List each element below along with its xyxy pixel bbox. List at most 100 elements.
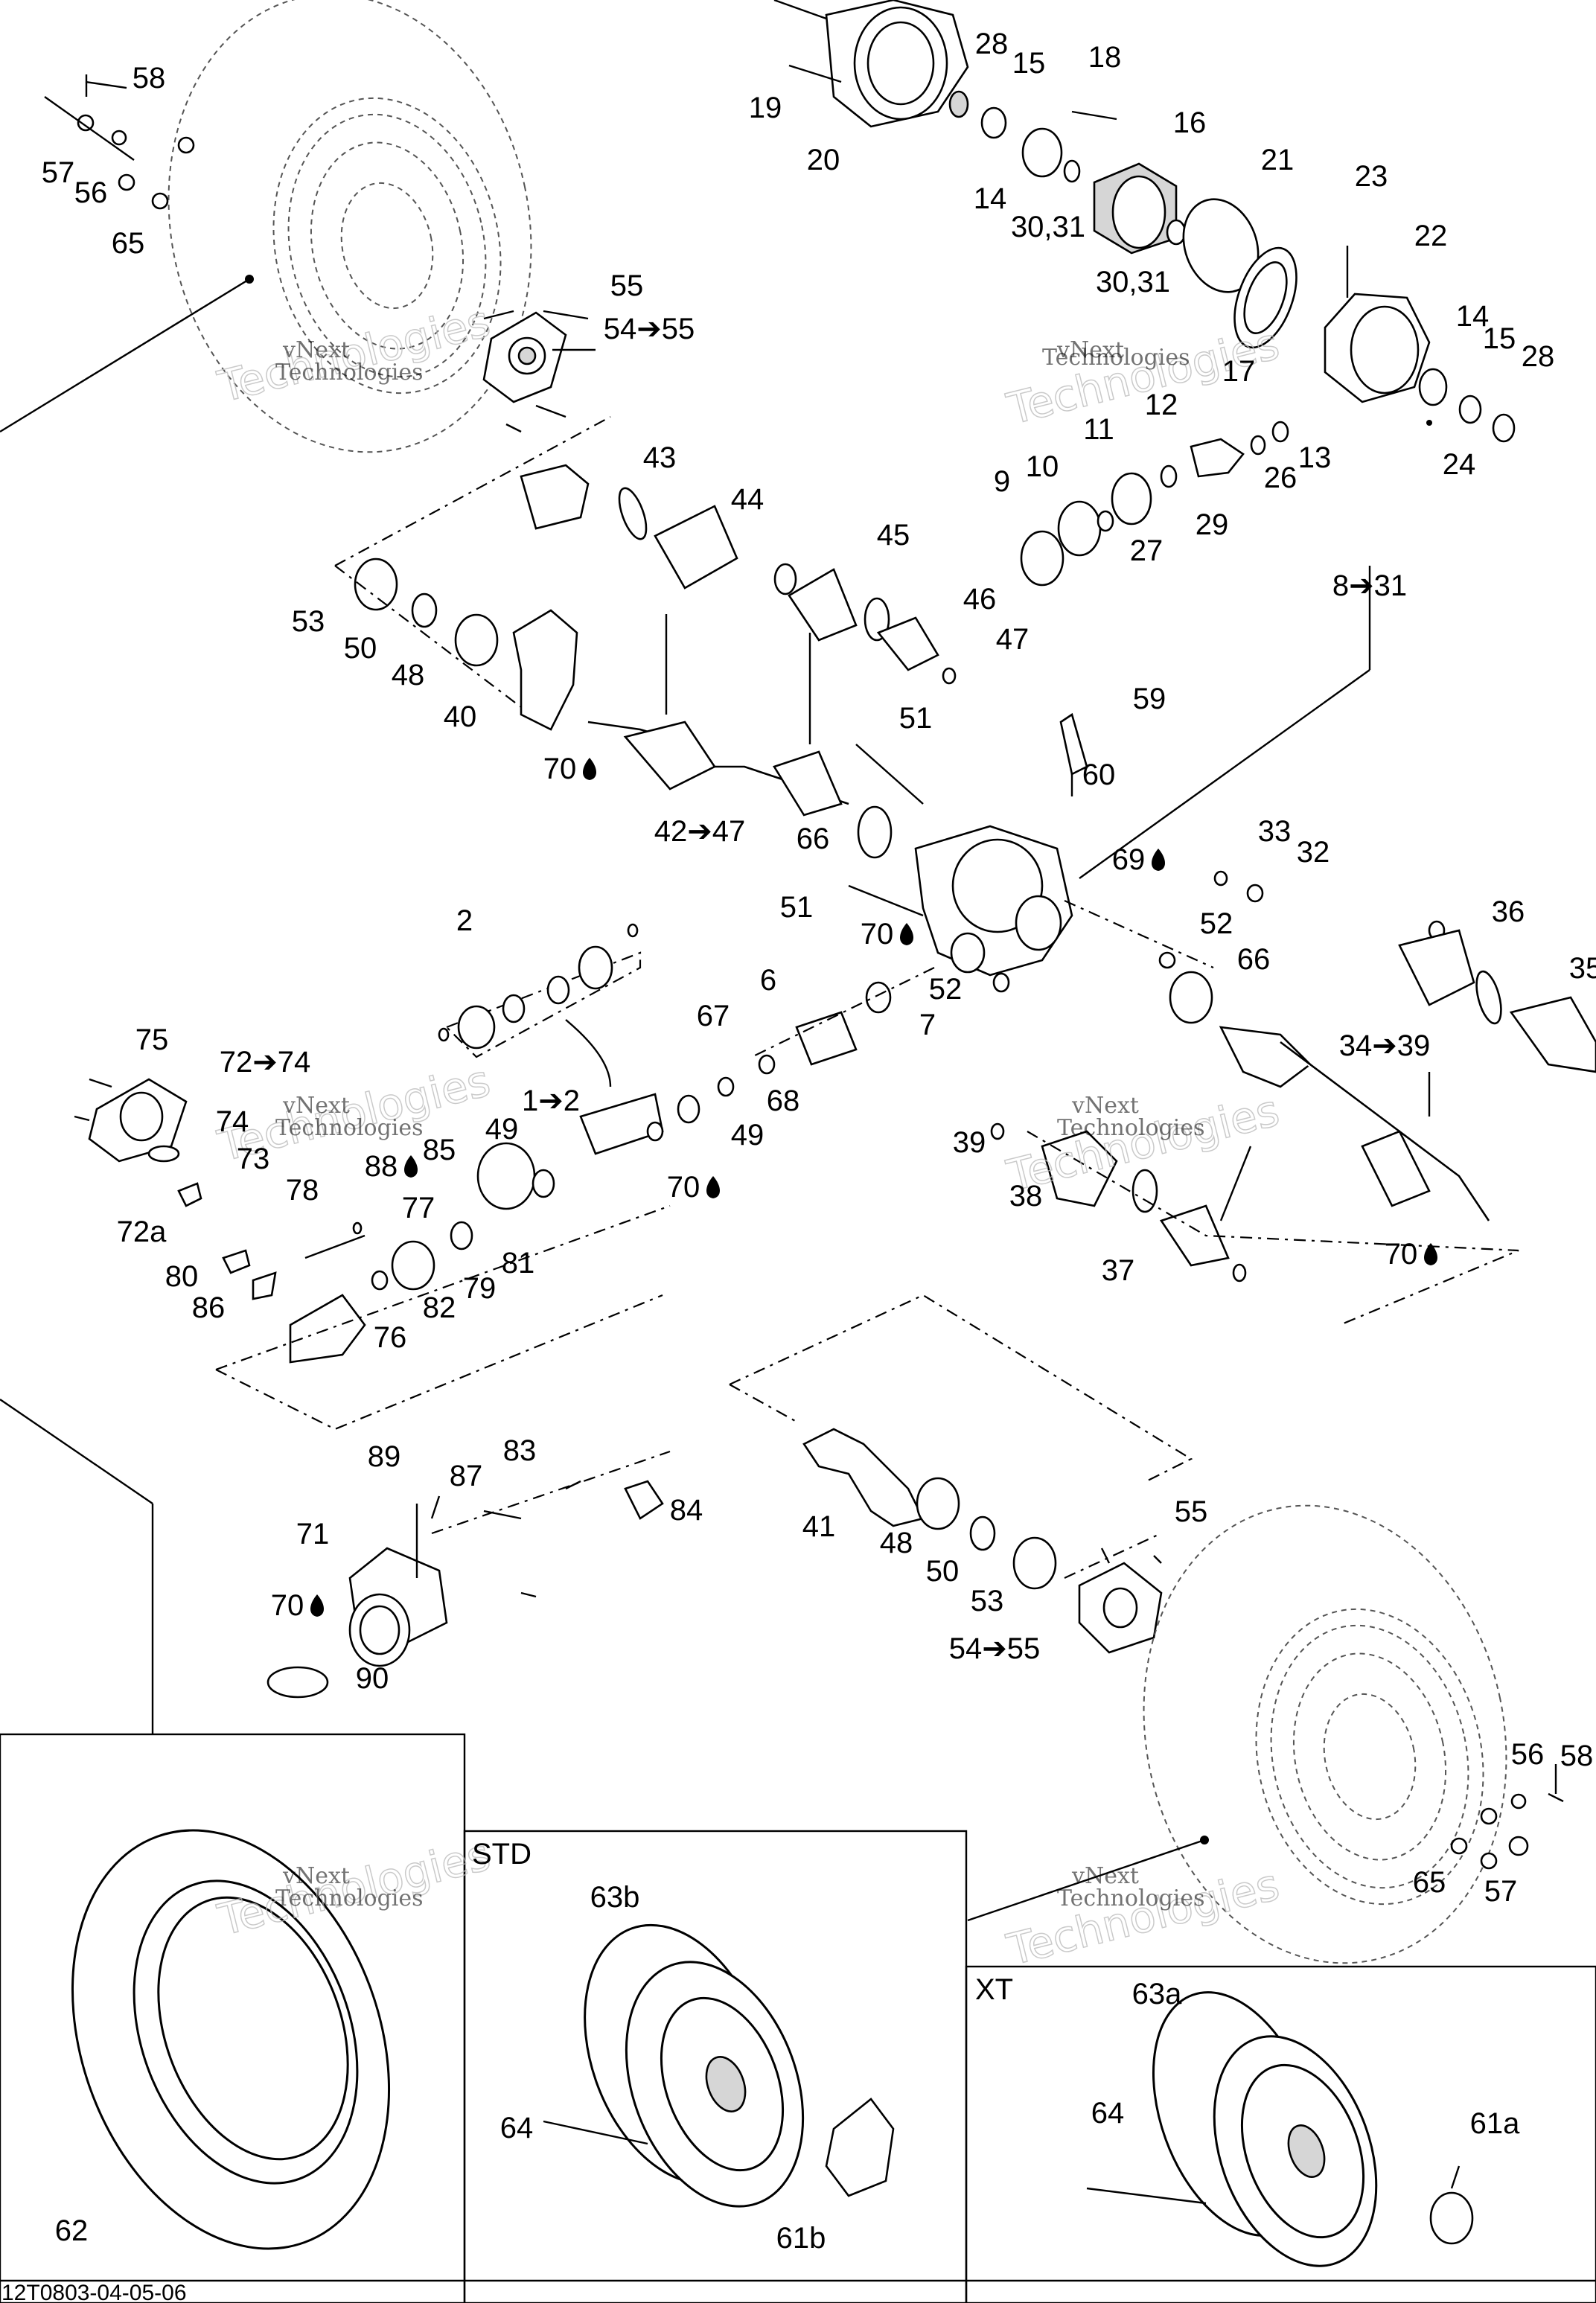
driveshaft-coupling-group — [215, 923, 700, 1431]
callout-c56a: 56 — [74, 176, 108, 209]
callout-c58a: 58 — [133, 62, 166, 95]
watermark-line1: vNext — [282, 1093, 350, 1119]
callout-c48a: 48 — [392, 659, 425, 691]
callout-c13: 13 — [1298, 441, 1332, 474]
speed-sensor-group — [74, 1078, 366, 1300]
callout-c46: 46 — [963, 583, 997, 616]
callout-c33: 33 — [1258, 815, 1292, 848]
callout-c77: 77 — [402, 1192, 435, 1224]
callout-c28a: 28 — [975, 28, 1009, 60]
callout-c75: 75 — [135, 1023, 169, 1056]
callout-c66a: 66 — [797, 822, 830, 855]
left-drive-shaft-assembly — [334, 416, 957, 859]
callout-c28b: 28 — [1522, 340, 1555, 373]
callout-c60: 60 — [1082, 758, 1116, 791]
callout-c48b: 48 — [880, 1527, 913, 1559]
callout-c41: 41 — [802, 1510, 836, 1543]
std-wheel-illustration — [543, 1923, 895, 2208]
callout-c3031b: 30,31 — [1096, 266, 1170, 298]
callout-c47: 47 — [996, 623, 1030, 656]
callout-c52a: 52 — [1200, 907, 1233, 940]
callout-c5455b: 54➔55 — [949, 1632, 1041, 1665]
callout-c29: 29 — [1196, 508, 1229, 541]
callout-c7274: 72➔74 — [220, 1046, 311, 1079]
callout-c49a: 49 — [485, 1113, 519, 1146]
callout-c65a: 65 — [112, 227, 145, 260]
watermark-line2: Technologies — [1042, 345, 1190, 371]
callout-c84: 84 — [670, 1494, 703, 1527]
callout-c71: 71 — [296, 1518, 330, 1550]
callout-c14b: 14 — [1456, 300, 1490, 333]
callout-c86: 86 — [192, 1291, 226, 1324]
callout-c39: 39 — [953, 1126, 986, 1159]
callout-c22: 22 — [1414, 220, 1448, 252]
callout-c73: 73 — [237, 1143, 270, 1175]
watermark-line1: vNext — [282, 337, 350, 363]
lubricant-drop-icon — [404, 1155, 418, 1178]
callout-c16: 16 — [1173, 106, 1207, 139]
callout-c40: 40 — [444, 700, 477, 733]
callout-c3439: 34➔39 — [1339, 1029, 1431, 1062]
callout-c53b: 53 — [971, 1585, 1004, 1617]
callout-c89: 89 — [368, 1440, 401, 1473]
callout-c70c: 70 — [667, 1171, 700, 1204]
std-box-label: STD — [472, 1838, 532, 1871]
callout-c59: 59 — [1133, 683, 1166, 715]
callout-c36: 36 — [1492, 895, 1525, 928]
lubricant-drop-icon — [310, 1594, 324, 1617]
callout-c3031a: 30,31 — [1011, 211, 1085, 243]
callout-c18: 18 — [1088, 41, 1122, 74]
callout-c19: 19 — [749, 92, 782, 124]
pinion-housing-group — [266, 1450, 671, 1699]
watermark-line2: Technologies — [1057, 1885, 1205, 1911]
rear-differential-assembly — [717, 566, 1371, 1097]
callout-c61a: 61a — [1470, 2107, 1520, 2140]
figure-code: 12T0803-04-05-06 — [1, 2281, 187, 2303]
watermark-line2: Technologies — [213, 296, 495, 412]
callout-c37: 37 — [1102, 1254, 1135, 1287]
callout-c27: 27 — [1130, 534, 1164, 567]
lubricant-drop-icon — [583, 758, 596, 780]
callout-c45: 45 — [877, 519, 910, 552]
watermark-line2: Technologies — [1057, 1115, 1205, 1141]
callout-c58b: 58 — [1560, 1740, 1594, 1772]
callout-c52b: 52 — [929, 973, 963, 1006]
callout-c49b: 49 — [731, 1119, 765, 1152]
lubricant-drop-icon — [1424, 1243, 1437, 1265]
lubricant-drop-icon — [706, 1176, 720, 1198]
callout-c74: 74 — [216, 1105, 249, 1138]
tire-illustration — [71, 1829, 391, 2250]
callout-c831: 8➔31 — [1332, 569, 1407, 602]
callout-c65b: 65 — [1413, 1866, 1446, 1899]
trailing-arm-group — [729, 1294, 1193, 1654]
callout-c82: 82 — [423, 1291, 456, 1324]
callout-c70b: 70 — [861, 918, 894, 951]
callout-c56b: 56 — [1511, 1738, 1545, 1771]
watermark-line1: vNext — [1071, 1863, 1139, 1889]
callout-c83: 83 — [503, 1434, 537, 1467]
callout-c57b: 57 — [1484, 1875, 1518, 1908]
callout-c70a: 70 — [543, 753, 577, 785]
callout-c44: 44 — [731, 483, 765, 516]
callout-c35: 35 — [1569, 952, 1596, 985]
callout-c79: 79 — [463, 1272, 497, 1305]
callout-c70d: 70 — [1385, 1238, 1418, 1271]
callout-c38: 38 — [1009, 1180, 1043, 1213]
callout-c15b: 15 — [1483, 322, 1516, 355]
callout-c6: 6 — [760, 964, 776, 997]
callout-c12b: 1➔2 — [522, 1085, 580, 1117]
frame-lines — [0, 1399, 1596, 2303]
callout-c68: 68 — [767, 1085, 800, 1117]
callout-c50b: 50 — [926, 1555, 960, 1588]
callout-c88: 88 — [365, 1150, 398, 1183]
callout-c85: 85 — [423, 1134, 456, 1166]
callout-c63a: 63a — [1132, 1978, 1182, 2010]
rear-left-wheel-assembly — [0, 0, 596, 453]
callout-c78: 78 — [286, 1174, 319, 1207]
watermark-line2: Technologies — [275, 360, 424, 386]
watermark-line1: vNext — [1071, 1093, 1139, 1119]
callout-c57a: 57 — [42, 156, 75, 189]
callout-c62: 62 — [55, 2214, 89, 2247]
